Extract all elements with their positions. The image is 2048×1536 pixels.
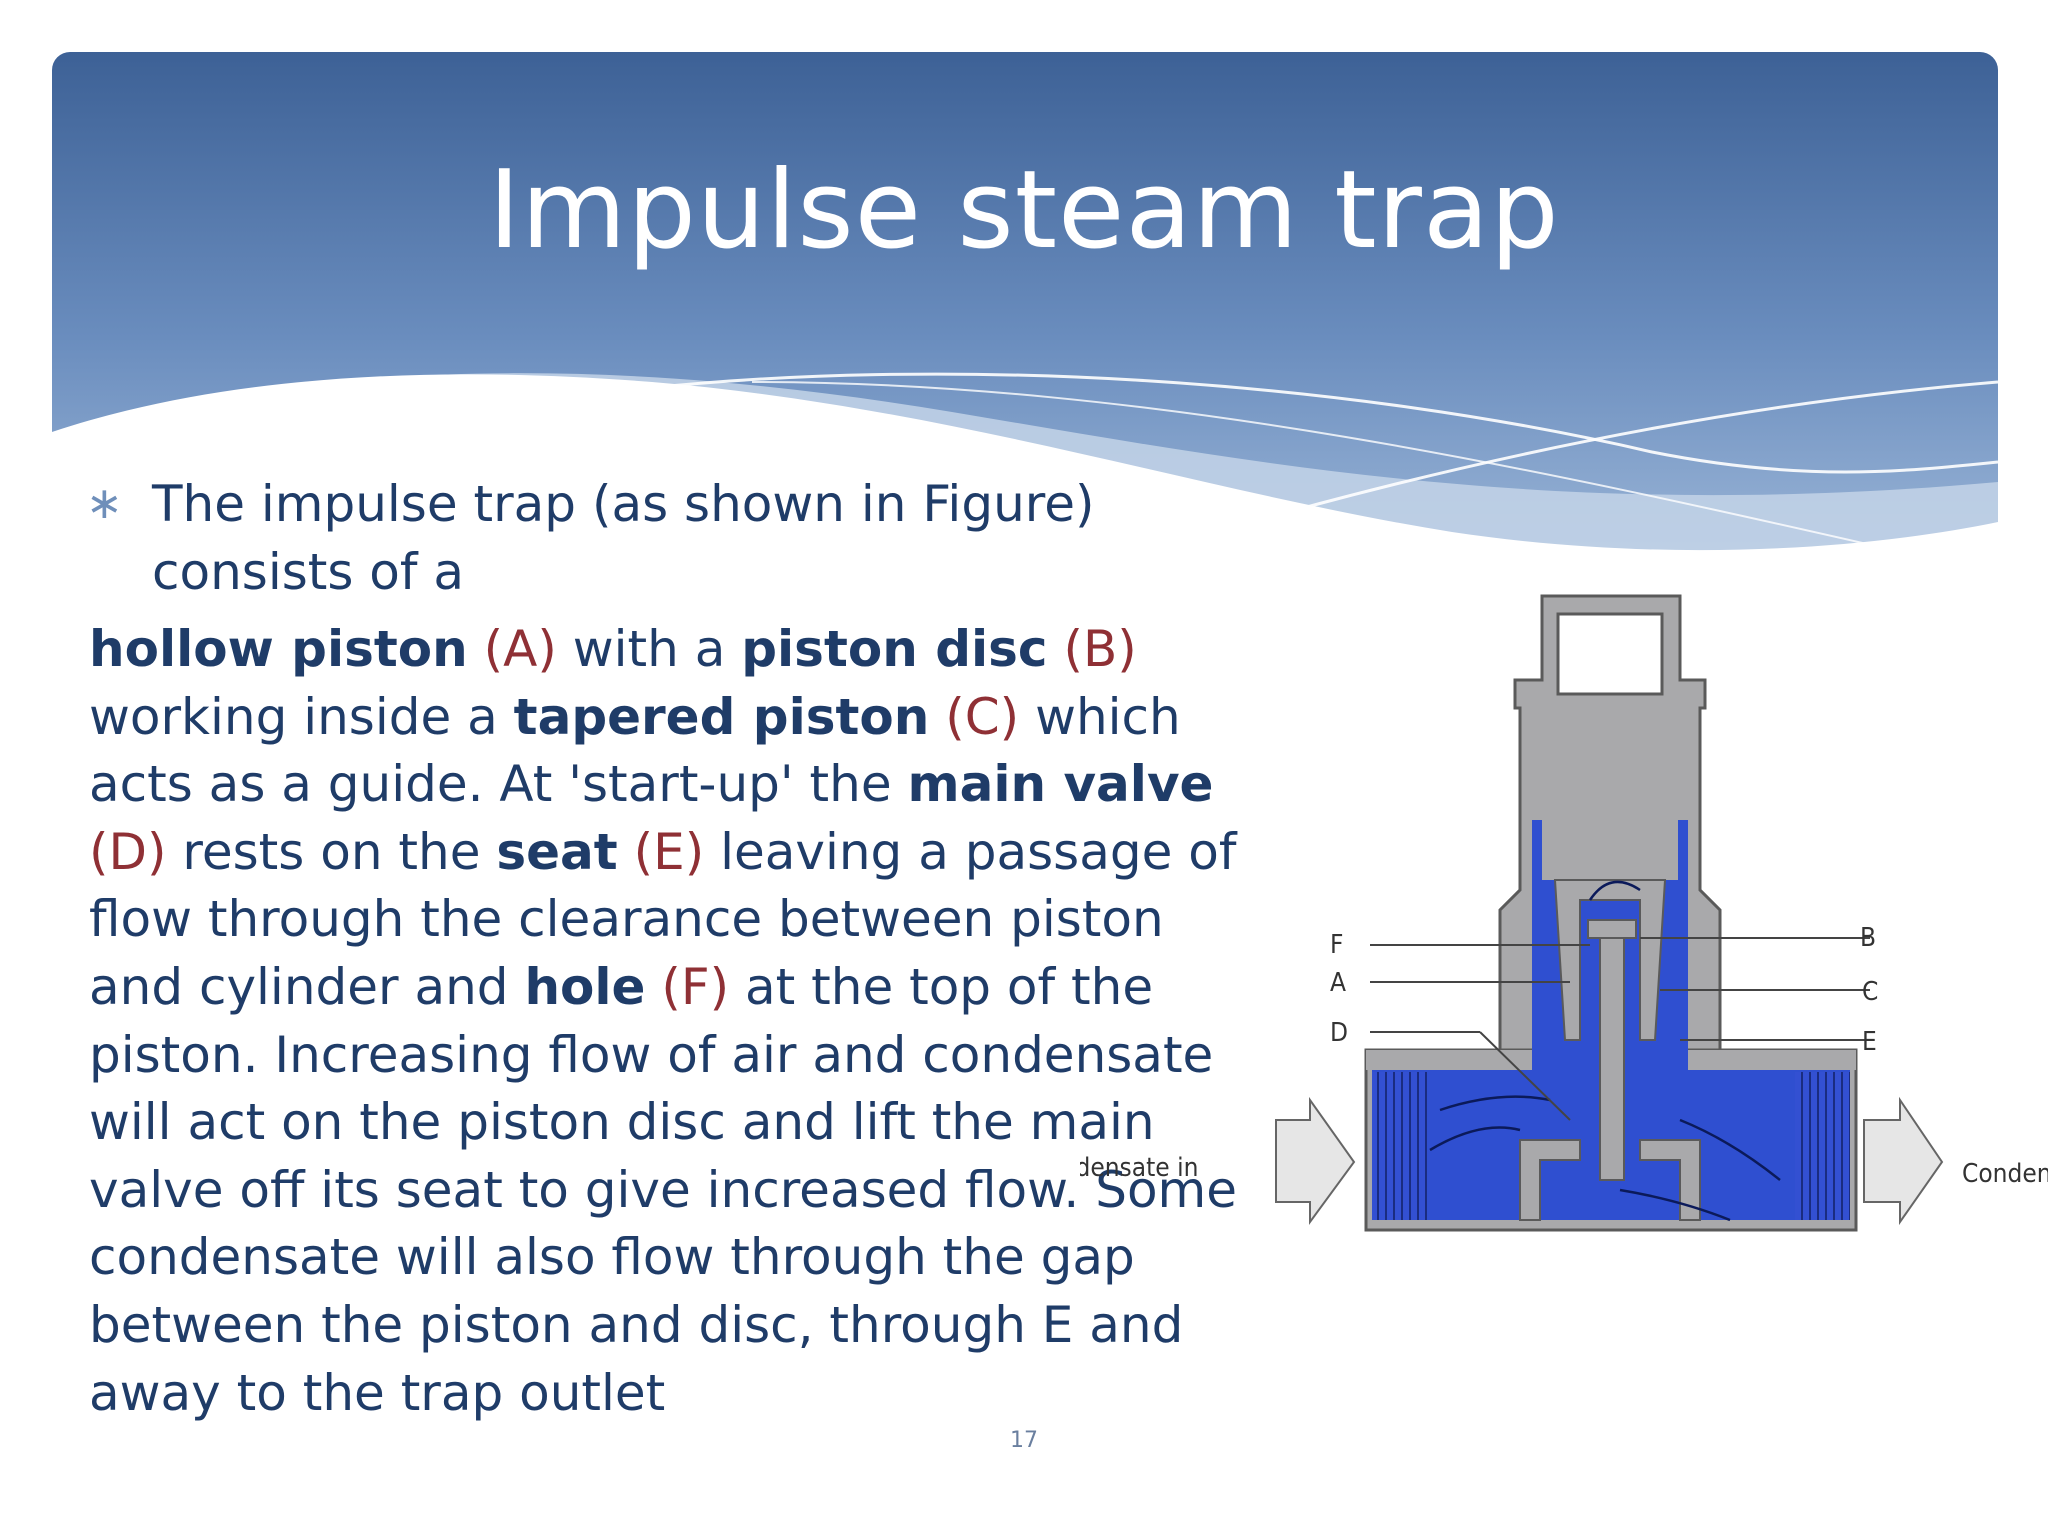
term-hollow-piston: hollow piston <box>89 620 468 678</box>
header-wave-graphic <box>52 52 1998 572</box>
label-e: (E) <box>633 822 705 881</box>
label-f: (F) <box>661 957 730 1016</box>
text-span: working inside a <box>89 687 514 746</box>
inlet-label: Condensate in <box>1080 1153 1198 1183</box>
text-span: with a <box>556 620 742 678</box>
valve-seat-e <box>1519 1139 1581 1221</box>
bullet-marker: ∗ <box>86 478 123 529</box>
label-b: (B) <box>1063 620 1137 678</box>
text-span <box>929 688 945 746</box>
inlet-arrow-icon <box>1275 1096 1356 1226</box>
term-main-valve: main valve <box>907 755 1214 814</box>
label-d: (D) <box>89 822 167 881</box>
body-paragraph: hollow piston (A) with a piston disc (B)… <box>89 616 1239 1427</box>
hollow-piston-a <box>1599 919 1625 1181</box>
diagram-label-d: D <box>1330 1018 1348 1048</box>
text-span: leaving a passage of flow through the cl… <box>89 822 1237 1016</box>
slide-title: Impulse steam trap <box>488 148 1560 273</box>
term-tapered-piston: tapered piston <box>513 687 930 746</box>
bullet-text: The impulse trap (as shown in Figure) co… <box>152 475 1095 601</box>
steam-trap-diagram: F A D B C E Condensate in Condens <box>1080 580 2048 1280</box>
diagram-label-b: B <box>1860 923 1876 953</box>
label-c: (C) <box>945 687 1020 746</box>
term-piston-disc: piston disc <box>741 620 1048 678</box>
outlet-label: Condens <box>1962 1159 2048 1189</box>
text-span: at the top of the piston. Increasing flo… <box>89 957 1237 1422</box>
text-span <box>1048 620 1064 678</box>
term-hole: hole <box>524 957 646 1016</box>
label-a: (A) <box>483 620 557 678</box>
bullet-item: ∗ The impulse trap (as shown in Figure) … <box>86 470 1186 606</box>
steam-trap-illustration: F A D B C E Condensate in Condens <box>1080 594 2048 1232</box>
diagram-label-c: C <box>1862 977 1878 1007</box>
text-span: which acts as a guide. At 'start-up' the <box>89 687 1181 814</box>
leader-lines <box>1370 937 1870 1121</box>
text-span <box>645 958 661 1016</box>
text-span <box>468 620 484 678</box>
diagram-label-a: A <box>1330 968 1346 998</box>
header-band <box>52 52 1998 572</box>
page-number: 17 <box>1010 1428 1038 1453</box>
outlet-arrow-icon <box>1863 1096 1944 1226</box>
tapered-piston-c <box>1553 879 1667 1041</box>
flow-arrows <box>1429 880 1781 1222</box>
term-seat: seat <box>496 822 618 881</box>
diagram-label-e: E <box>1862 1027 1877 1057</box>
text-span <box>618 823 634 881</box>
text-span: rests on the <box>166 822 497 881</box>
diagram-label-f: F <box>1330 930 1343 960</box>
